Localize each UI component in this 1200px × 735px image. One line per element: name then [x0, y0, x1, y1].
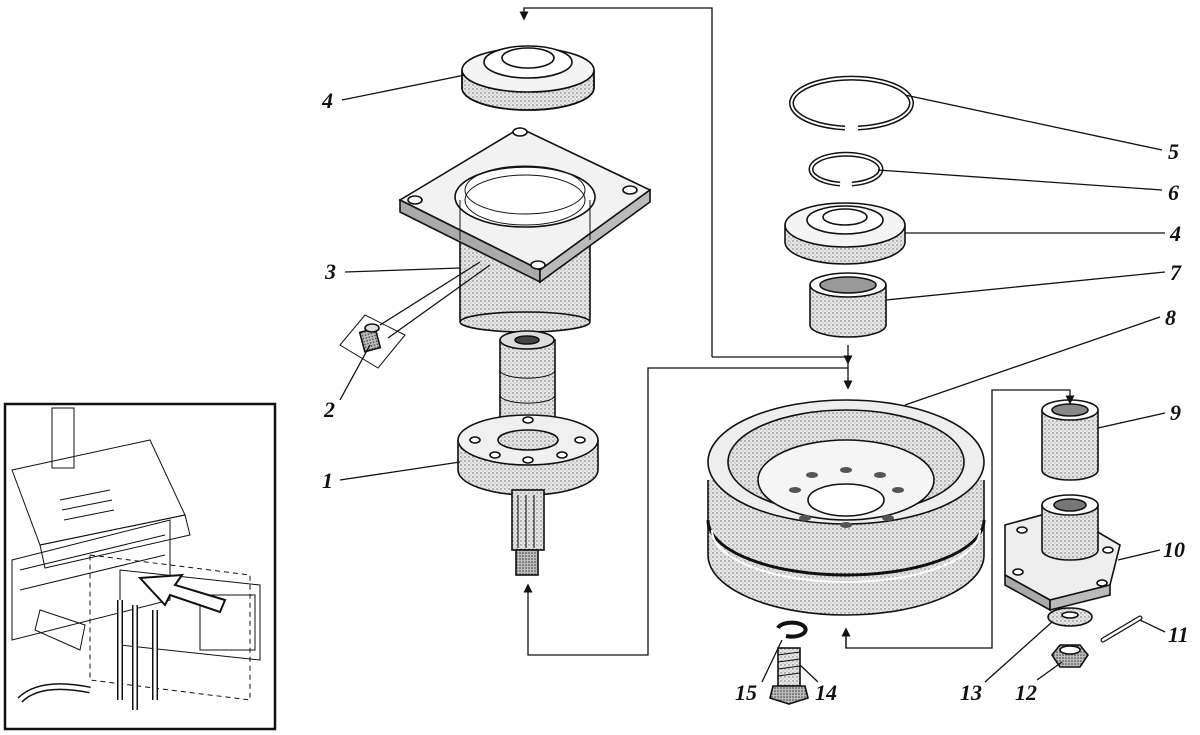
location-inset: [3, 402, 277, 731]
washer: [1047, 607, 1093, 627]
cotter-pin: [1100, 615, 1143, 643]
callout-4-top: 4: [321, 88, 333, 113]
callout-10: 10: [1163, 537, 1185, 562]
shaft-hub: [457, 330, 599, 576]
leader-lines: [339, 74, 1166, 683]
callout-3: 3: [324, 259, 336, 284]
callouts: 4 3 2 1 5 6 4 7 8 9 10 11 12 13 14 15: [321, 88, 1189, 705]
flange-housing: [398, 127, 652, 333]
callout-5: 5: [1168, 139, 1179, 164]
assembly-lines: [519, 7, 1075, 656]
bearing-right: [784, 202, 906, 265]
callout-14: 14: [815, 680, 837, 705]
spring-washer: [776, 620, 808, 639]
callout-7: 7: [1170, 260, 1182, 285]
callout-2: 2: [323, 397, 335, 422]
bearing-top: [461, 45, 595, 111]
callout-11: 11: [1168, 622, 1189, 647]
callout-13: 13: [960, 680, 982, 705]
grease-fitting: [339, 314, 406, 369]
splined-flange: [1004, 494, 1121, 612]
spacer-bushing: [809, 272, 887, 338]
callout-9: 9: [1170, 400, 1181, 425]
callout-15: 15: [735, 680, 757, 705]
sleeve: [1041, 399, 1099, 481]
callout-8: 8: [1165, 305, 1176, 330]
callout-12: 12: [1015, 680, 1037, 705]
snap-ring-small: [808, 151, 884, 187]
callout-6: 6: [1168, 180, 1179, 205]
bolt: [769, 647, 809, 705]
castle-nut: [1051, 644, 1089, 668]
snap-ring-large: [789, 75, 914, 131]
callout-4-right: 4: [1169, 221, 1181, 246]
v-belt-pulley: [706, 399, 986, 616]
callout-1: 1: [322, 468, 333, 493]
